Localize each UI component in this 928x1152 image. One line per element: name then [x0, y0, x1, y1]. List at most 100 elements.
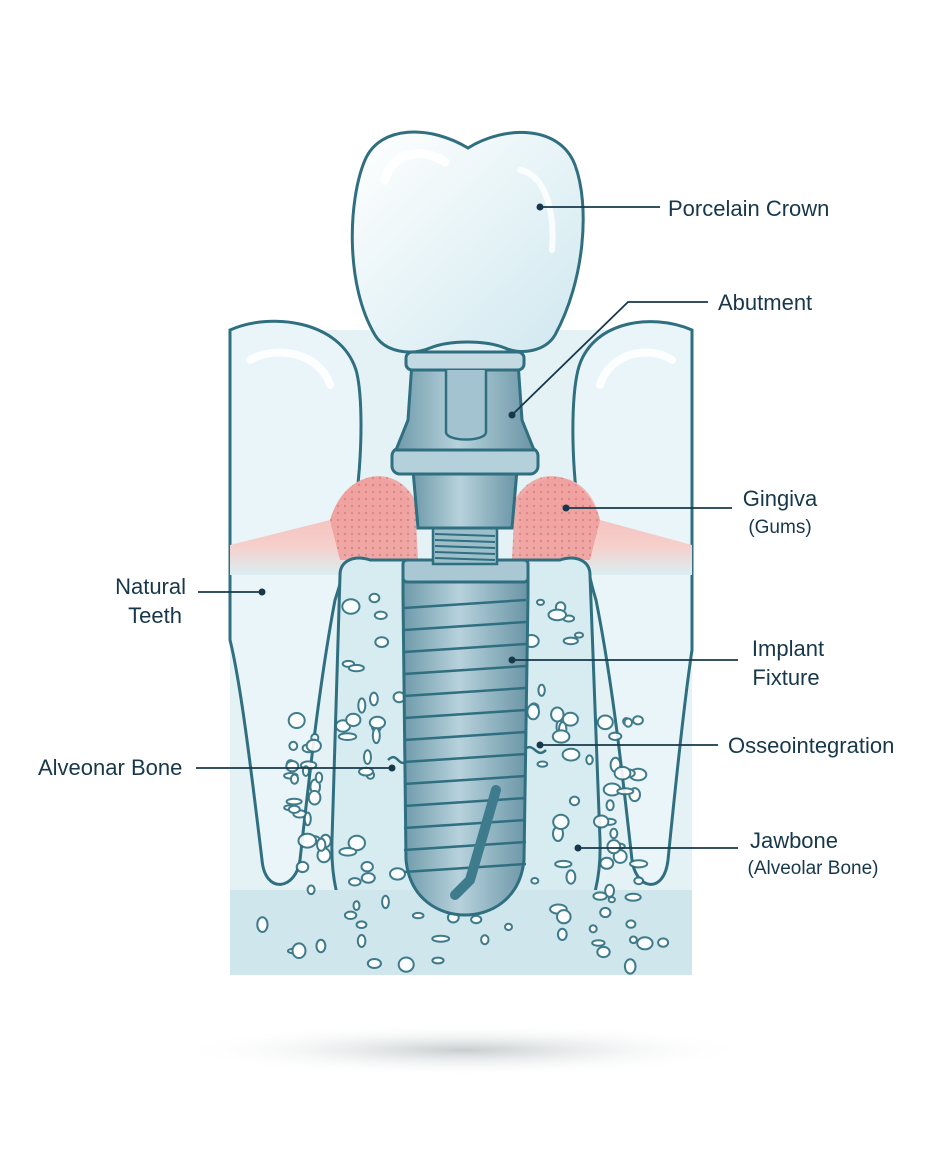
bone-cell — [352, 900, 361, 911]
bone-cell — [561, 711, 579, 727]
crown-shine — [517, 167, 556, 253]
bone-cell — [596, 945, 611, 959]
fixture-thread — [403, 642, 527, 654]
bone-cell — [605, 799, 615, 812]
fixture-groove — [450, 785, 501, 900]
bone-cell — [551, 729, 571, 744]
dot-abutment — [508, 411, 516, 419]
bone-cell — [287, 712, 306, 729]
bone-cell — [556, 927, 568, 942]
bone-cell — [550, 706, 565, 723]
bone-cell — [625, 919, 637, 929]
fixture-thread — [403, 840, 527, 852]
bone-cell — [289, 773, 300, 785]
bone-cell — [343, 910, 358, 920]
bone-cell — [536, 760, 549, 768]
label-natural-line2: Teeth — [128, 603, 182, 628]
porcelain-crown — [350, 130, 585, 354]
bone-cell — [374, 636, 390, 648]
dot-gingiva — [562, 504, 570, 512]
bone-cell — [397, 956, 415, 973]
bone-cell — [613, 765, 632, 781]
fixture-thread — [403, 730, 527, 742]
label-jawbone: Jawbone — [749, 828, 839, 853]
bone-cell — [623, 717, 634, 728]
right-gum-texture — [512, 476, 600, 560]
bone-cell — [624, 892, 642, 902]
bone-cell — [355, 920, 368, 930]
screw-thread — [434, 545, 496, 549]
label-osseointegration: Osseointegration — [728, 733, 895, 758]
bone-cell — [480, 934, 490, 946]
bone-cell — [556, 909, 572, 925]
label-natural-line1: Natural — [115, 574, 186, 599]
bone-cell — [431, 956, 445, 965]
bone-cell — [337, 732, 358, 741]
fixture-thread — [403, 862, 527, 874]
bone-cell — [256, 916, 269, 933]
bone-cell — [389, 867, 406, 881]
bone-cell — [604, 883, 615, 898]
left-gum-texture — [330, 476, 418, 560]
bone-cell — [616, 787, 635, 796]
dot-crown — [536, 203, 544, 211]
bone-cell — [565, 869, 577, 885]
left-tooth-highlight — [246, 348, 334, 389]
abutment-cap — [404, 350, 526, 372]
screw-thread — [434, 557, 496, 561]
fixture-thread — [403, 664, 527, 676]
bone-cell — [291, 942, 307, 960]
label-gingiva: Gingiva — [742, 486, 818, 511]
bone-cell — [360, 861, 374, 873]
abutment-notch — [444, 370, 488, 441]
bone-cell — [316, 837, 327, 852]
floor-shadow — [174, 1024, 754, 1076]
fixture-thread — [403, 774, 527, 786]
dot-fixture — [508, 656, 516, 664]
fixture-thread — [403, 818, 527, 830]
bone-cell — [609, 827, 619, 840]
bone-cell — [305, 738, 322, 753]
bone-cell — [431, 934, 451, 943]
bone-cell — [411, 911, 425, 920]
bone-cell — [657, 937, 670, 948]
bone-cell — [315, 938, 327, 954]
bone-cell — [347, 663, 365, 673]
bone-cell — [633, 876, 645, 886]
bone-cell — [561, 747, 581, 762]
abutment-lower — [411, 468, 519, 530]
bone-cell — [636, 936, 654, 951]
bone-cell — [608, 731, 623, 741]
fixture-thread — [403, 708, 527, 720]
bone-cell — [368, 592, 381, 604]
label-abutment: Abutment — [718, 290, 813, 315]
label-jawbone-sub: (Alveolar Bone) — [747, 858, 879, 879]
abutment-platform — [390, 446, 540, 476]
screw-thread — [434, 533, 496, 537]
bone-cell — [574, 631, 584, 639]
bone-cell — [504, 922, 513, 932]
leader-dots — [258, 203, 582, 852]
implant-fixture — [401, 573, 530, 917]
bone-cell — [607, 896, 616, 904]
bone-cell — [568, 795, 581, 807]
label-porcelain-crown: Porcelain Crown — [668, 196, 830, 221]
fixture-thread — [403, 620, 527, 632]
bone-cell — [629, 859, 649, 869]
screw-threads — [434, 533, 496, 561]
bone-cell — [470, 914, 483, 925]
bone-cell — [537, 683, 546, 697]
dot-natural — [258, 588, 266, 596]
bone-cell — [348, 877, 362, 887]
bone-cell — [552, 813, 570, 831]
bone-cell — [606, 839, 622, 855]
dot-jawbone — [574, 844, 582, 852]
bone-cell — [345, 712, 362, 728]
bone-cell — [295, 860, 310, 874]
bone-cell — [285, 797, 303, 806]
bone-cell — [341, 598, 361, 615]
bone-cell — [360, 872, 376, 884]
bone-cell — [593, 814, 610, 829]
